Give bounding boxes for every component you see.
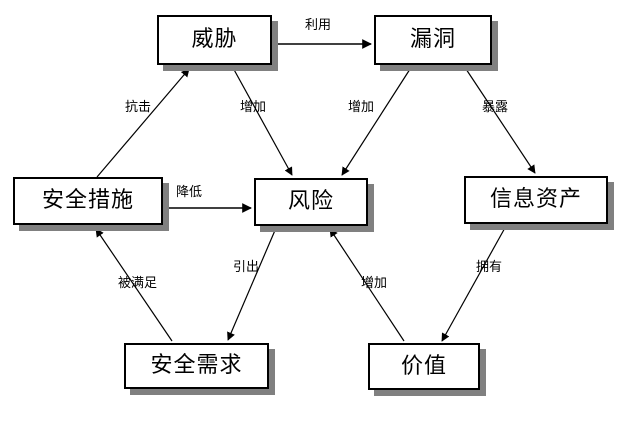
- node-risk[interactable]: 风险: [254, 178, 368, 226]
- node-asset-label: 信息资产: [489, 187, 582, 212]
- edge-risk-derives-requirement: [227, 227, 277, 341]
- node-vulnerability[interactable]: 漏洞: [374, 15, 492, 65]
- node-threat-label: 威胁: [191, 27, 238, 52]
- edge-label-threat-increases-risk: 增加: [240, 100, 267, 115]
- edge-label-risk-derives-requirement: 引出: [233, 260, 260, 275]
- edge-label-control-counters-threat: 抗击: [125, 100, 152, 115]
- edge-label-requirement-satisfied-by-control: 被满足: [118, 276, 158, 291]
- node-risk-label: 风险: [287, 189, 334, 214]
- edge-label-asset-owns-value: 拥有: [476, 260, 503, 275]
- edge-value-increases-risk: [329, 228, 405, 342]
- node-security-requirement[interactable]: 安全需求: [124, 343, 269, 389]
- node-control-label: 安全措施: [41, 188, 134, 213]
- node-control[interactable]: 安全措施: [13, 177, 163, 225]
- node-security-requirement-label: 安全需求: [150, 353, 243, 378]
- edge-label-vulnerability-exposes-asset: 暴露: [482, 100, 509, 115]
- edge-requirement-satisfied-by-control: [95, 228, 173, 342]
- edge-label-control-reduces-risk: 降低: [176, 185, 203, 200]
- edge-asset-owns-value: [441, 225, 507, 342]
- edge-label-threat-exploits-vulnerability: 利用: [305, 18, 332, 33]
- edge-vulnerability-exposes-asset: [463, 65, 536, 174]
- edge-control-counters-threat: [96, 68, 190, 178]
- edge-label-value-increases-risk: 增加: [361, 276, 388, 291]
- edge-label-vulnerability-increases-risk: 增加: [348, 100, 375, 115]
- node-value[interactable]: 价值: [368, 343, 480, 390]
- node-vulnerability-label: 漏洞: [409, 27, 456, 52]
- edge-threat-increases-risk: [231, 65, 293, 176]
- node-value-label: 价值: [400, 353, 447, 379]
- node-threat[interactable]: 威胁: [157, 15, 272, 65]
- node-asset[interactable]: 信息资产: [464, 176, 608, 224]
- edge-vulnerability-increases-risk: [341, 65, 413, 176]
